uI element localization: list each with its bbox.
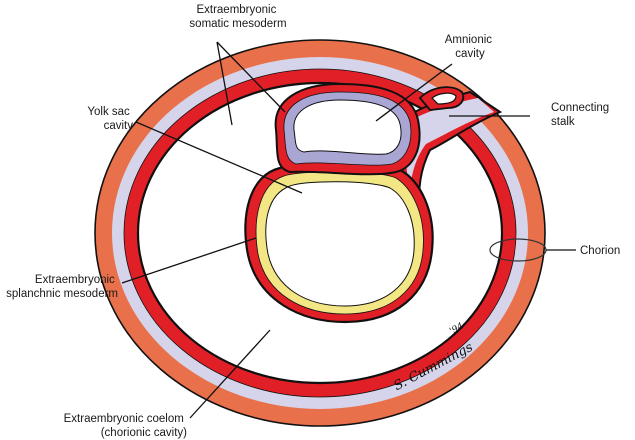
label-line: stalk: [551, 116, 575, 128]
connecting-stalk-core: [405, 98, 494, 196]
label-splanchnic-mesoderm: Extraembryonic splanchnic mesoderm: [6, 274, 118, 300]
yolk-sac-cavity: [265, 181, 415, 307]
label-line: Extraembryonic: [196, 4, 276, 16]
label-extraembryonic-coelom: Extraembryonic coelom (chorionic cavity): [64, 413, 188, 439]
leader-amnionic: [375, 63, 453, 122]
label-line: (chorionic cavity): [101, 427, 187, 439]
leader-lines: [121, 41, 576, 419]
label-line: somatic mesoderm: [189, 18, 286, 30]
leader-somatic-2: [216, 41, 286, 113]
label-line: cavity: [455, 48, 485, 60]
leader-somatic-1: [216, 41, 233, 126]
label-line: splanchnic mesoderm: [6, 288, 118, 300]
stalk-hook-inner: [431, 92, 457, 105]
label-chorion: Chorion: [580, 245, 620, 257]
label-line: Connecting: [551, 102, 609, 114]
label-amnionic-cavity: Amnionic cavity: [445, 34, 496, 60]
amnionic-cavity: [293, 99, 402, 155]
label-line: Chorion: [580, 245, 620, 257]
label-line: Extraembryonic: [35, 274, 115, 286]
label-line: cavity: [104, 120, 134, 132]
label-connecting-stalk: Connecting stalk: [551, 102, 612, 128]
labels: Extraembryonic somatic mesoderm Amnionic…: [6, 4, 620, 439]
leader-yolk-sac: [135, 121, 303, 194]
label-yolk-sac-cavity: Yolk sac cavity: [87, 106, 133, 132]
label-line: Yolk sac: [87, 106, 130, 118]
label-line: Extraembryonic coelom: [64, 413, 184, 425]
leader-coelom: [189, 329, 271, 419]
label-somatic-mesoderm: Extraembryonic somatic mesoderm: [189, 4, 286, 30]
label-line: Amnionic: [445, 34, 493, 46]
connecting-stalk: [396, 86, 503, 206]
embryo: [244, 82, 434, 324]
leader-splanchnic: [121, 237, 257, 284]
